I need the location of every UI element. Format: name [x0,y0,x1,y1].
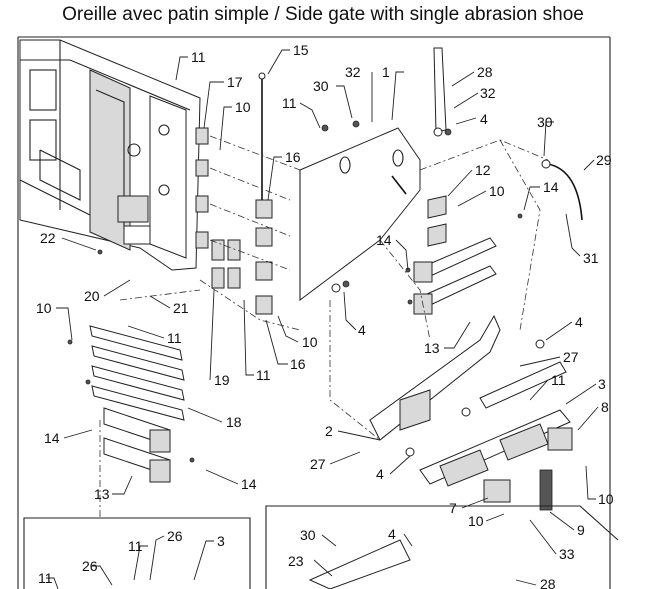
callout-label: 11 [167,330,182,346]
callout-label: 17 [227,74,243,90]
callout-label: 10 [235,99,251,115]
callout-label: 28 [540,576,556,589]
callout-label: 10 [598,491,614,507]
callout-label: 1 [382,64,390,80]
callout-label: 11 [551,372,566,388]
callout-label: 7 [449,500,457,516]
callout-label: 11 [282,95,297,111]
callout-label: 11 [128,538,143,554]
gate-plate [299,127,421,301]
callout-label: 10 [489,183,505,199]
callout-label: 4 [480,111,488,127]
callout-label: 14 [44,430,60,446]
callout-label: 27 [563,349,579,365]
callout-label: 11 [38,570,53,586]
link-bars [89,325,185,421]
callout-label: 30 [300,527,316,543]
callout-label: 20 [84,288,100,304]
detail-insets [23,505,619,589]
lever-arm [433,47,447,137]
diagram-title: Oreille avec patin simple / Side gate wi… [62,4,584,25]
callout-label: 11 [256,367,271,383]
callout-label: 30 [537,114,553,130]
callout-label: 30 [313,78,329,94]
callout-label: 18 [226,414,242,430]
callout-label: 15 [293,42,309,58]
callout-label: 10 [36,300,52,316]
drawing-frame [17,36,611,589]
callout-label: 4 [575,314,583,330]
callout-label: 9 [577,522,585,538]
callout-label: 26 [82,558,98,574]
curved-guide [541,159,583,221]
callout-label: 10 [468,513,484,529]
callout-label: 4 [388,526,396,542]
callout-label: 4 [358,322,366,338]
hinge-brackets [195,72,273,315]
cylinder-upper [413,237,497,315]
callout-label: 8 [601,399,609,415]
callout-label: 16 [285,149,301,165]
callout-label: 19 [214,372,230,388]
mounting-brackets [427,195,447,247]
callout-label: 10 [302,334,318,350]
callout-label: 21 [173,300,189,316]
callout-label: 4 [376,466,384,482]
callout-label: 13 [424,340,440,356]
leader-lines [46,49,599,589]
cylinder-lower-left [103,407,171,483]
callout-label: 12 [475,162,491,178]
frame-assembly [19,39,201,271]
callout-label: 14 [241,476,257,492]
callout-label: 16 [290,356,306,372]
callout-label: 28 [477,64,493,80]
callout-label: 29 [596,152,612,168]
callout-label: 33 [559,546,575,562]
callout-label: 3 [598,376,606,392]
callout-label: 11 [191,49,206,65]
callout-label: 14 [543,179,559,195]
callout-label: 32 [345,64,361,80]
hardware [67,120,545,463]
callout-labels: 11 15 32 1 28 17 10 30 11 32 4 30 29 16 … [36,42,614,589]
callout-label: 3 [217,533,225,549]
alignment-lines [99,135,549,520]
callout-label: 14 [376,232,392,248]
callout-label: 32 [480,85,496,101]
lower-gate-plate [369,314,573,511]
callout-label: 2 [325,423,333,439]
callout-label: 31 [583,250,599,266]
callout-label: 22 [40,230,56,246]
callout-label: 26 [167,528,183,544]
callout-label: 23 [288,553,304,569]
callout-label: 13 [94,486,110,502]
callout-label: 27 [310,456,326,472]
